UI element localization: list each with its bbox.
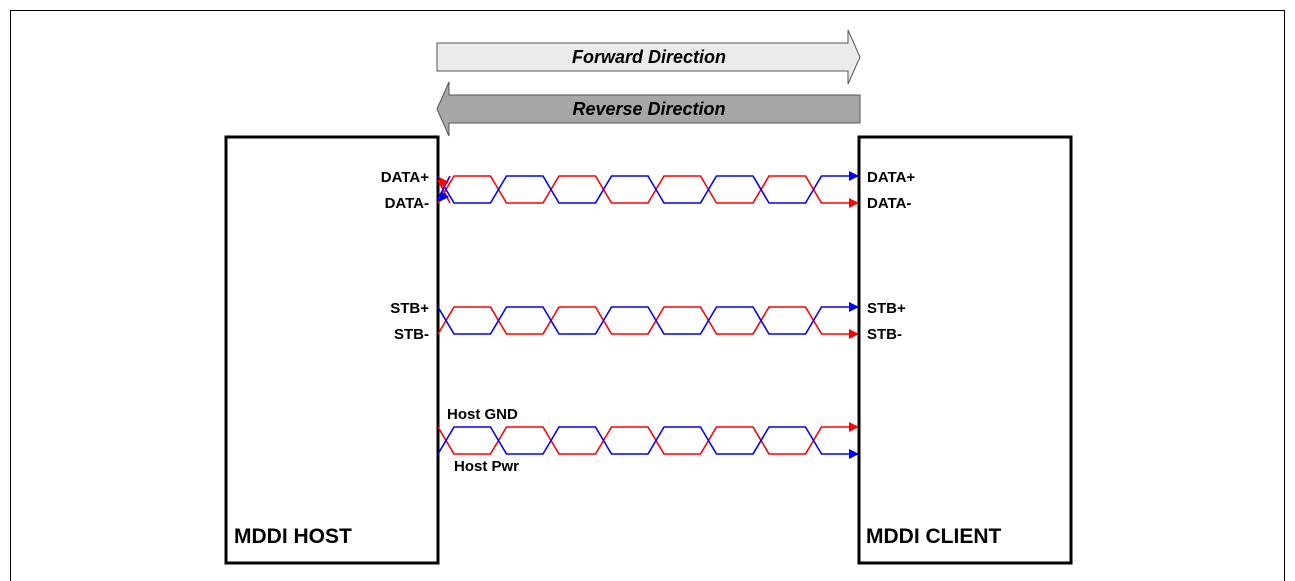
forward-direction-label: Forward Direction [572, 47, 726, 67]
mddi-client-box [857, 135, 1073, 565]
data-minus-wire [437, 176, 858, 204]
data-pair [437, 175, 858, 204]
stb-minus-wire [437, 302, 859, 335]
client-stb-plus-label: STB+ [867, 300, 906, 317]
reverse-direction-label: Reverse Direction [572, 99, 725, 119]
diagram-frame [10, 10, 1285, 581]
host-gnd-label: Host GND [447, 406, 518, 423]
host-data-minus-arrowhead [439, 191, 449, 202]
host-gnd-wire [437, 422, 859, 455]
power-pair: Host GND Host Pwr [437, 406, 859, 475]
mddi-client-block: MDDI CLIENT DATA+ DATA- STB+ STB- [857, 135, 1073, 565]
host-pwr-label: Host Pwr [454, 458, 519, 475]
data-plus-wire [437, 175, 858, 203]
client-stb-minus-label: STB- [867, 326, 902, 343]
strobe-pair [437, 302, 859, 339]
host-data-minus-label: DATA- [385, 195, 429, 212]
forward-arrow-shape [436, 29, 861, 85]
mddi-client-label: MDDI CLIENT [866, 525, 1001, 548]
mddi-host-label: MDDI HOST [234, 525, 352, 548]
client-data-minus-label: DATA- [867, 195, 911, 212]
host-data-plus-arrowhead [439, 177, 449, 188]
mddi-host-block: MDDI HOST DATA+ DATA- STB+ STB- [224, 135, 440, 565]
client-data-plus-label: DATA+ [867, 169, 915, 186]
host-pwr-wire [437, 426, 859, 459]
host-stb-plus-label: STB+ [390, 300, 429, 317]
reverse-arrow-shape [436, 81, 861, 137]
host-stb-minus-label: STB- [394, 326, 429, 343]
reverse-direction-arrow: Reverse Direction [436, 81, 861, 137]
mddi-host-box [224, 135, 440, 565]
host-data-plus-label: DATA+ [381, 169, 429, 186]
forward-direction-arrow: Forward Direction [436, 29, 861, 85]
stb-plus-wire [437, 306, 859, 339]
